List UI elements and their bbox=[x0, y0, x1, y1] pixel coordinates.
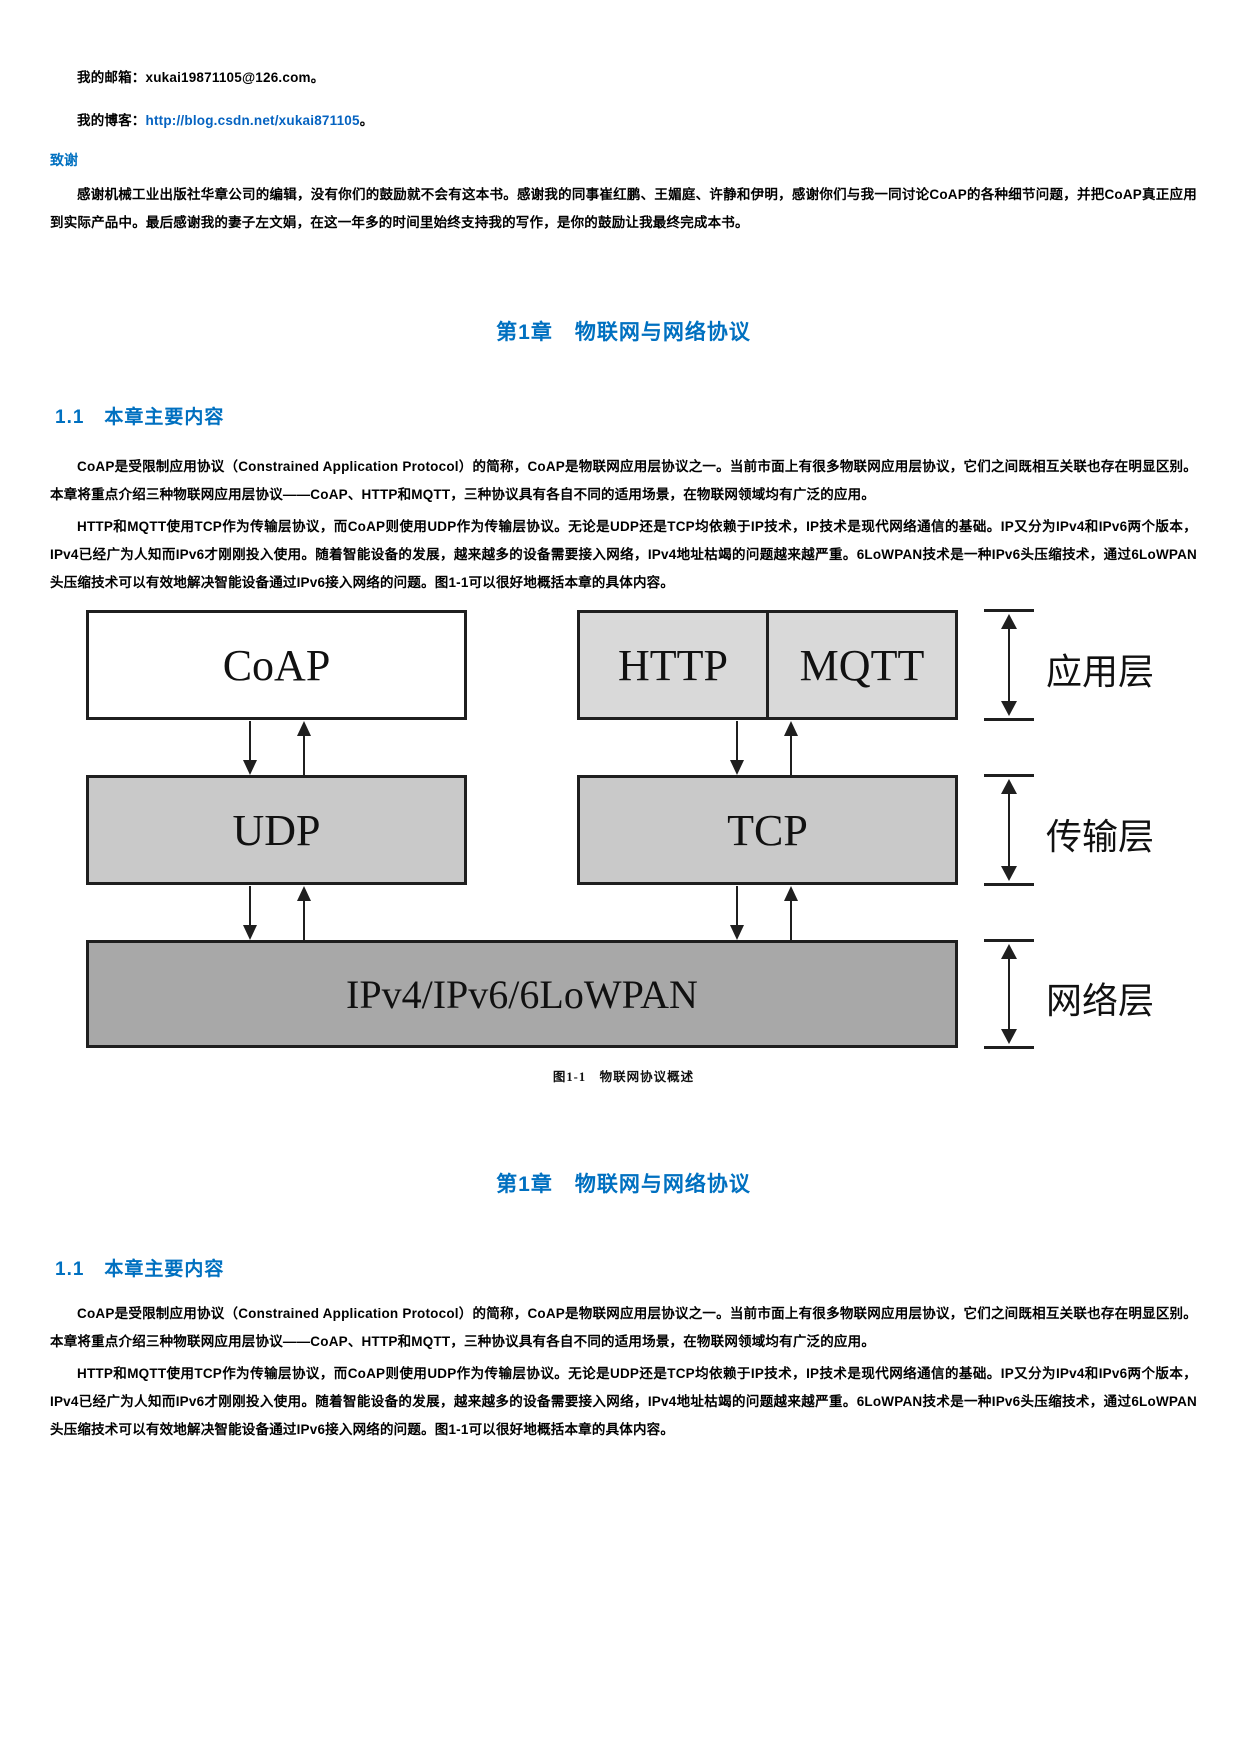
double-arrow-icon bbox=[1001, 779, 1017, 881]
arrow-head bbox=[1001, 701, 1017, 716]
contact-email-period: 。 bbox=[310, 70, 325, 85]
arrow-shaft bbox=[249, 886, 251, 926]
contact-email-value: xukai19871105@126.com bbox=[145, 70, 311, 85]
arrow-head bbox=[1001, 944, 1017, 959]
bracket-line bbox=[984, 774, 1034, 777]
bracket-line bbox=[984, 609, 1034, 612]
arrow-shaft bbox=[790, 735, 792, 775]
contact-blog-line: 我的博客：http://blog.csdn.net/xukai871105。 bbox=[77, 109, 373, 129]
bracket-line bbox=[984, 939, 1034, 942]
arrow-head bbox=[1001, 614, 1017, 629]
arrow-shaft bbox=[790, 900, 792, 940]
box-http-mqtt: HTTP MQTT bbox=[577, 610, 958, 720]
box-tcp: TCP bbox=[577, 775, 958, 885]
up-arrow-icon bbox=[297, 721, 311, 775]
contact-blog-period: 。 bbox=[359, 113, 374, 128]
box-network: IPv4/IPv6/6LoWPAN bbox=[86, 940, 958, 1048]
http-mqtt-divider bbox=[766, 613, 769, 717]
arrow-head bbox=[297, 886, 311, 901]
contact-email-label: 我的邮箱： bbox=[77, 70, 146, 85]
figure-caption: 图1-1 物联网协议概述 bbox=[552, 1070, 695, 1084]
double-arrow-icon bbox=[1001, 614, 1017, 716]
bracket-line bbox=[984, 718, 1034, 721]
down-arrow-icon bbox=[243, 721, 257, 775]
double-arrow-icon bbox=[1001, 944, 1017, 1044]
arrow-head bbox=[730, 925, 744, 940]
arrow-head bbox=[784, 721, 798, 736]
chapter-title: 第1章 物联网与网络协议 bbox=[496, 321, 751, 344]
arrow-head bbox=[297, 721, 311, 736]
section-heading: 1.1 本章主要内容 bbox=[55, 407, 225, 428]
acknowledgement-paragraph: 感谢机械工业出版社华章公司的编辑，没有你们的鼓励就不会有这本书。感谢我的同事崔红… bbox=[50, 187, 1197, 230]
arrow-head bbox=[1001, 779, 1017, 794]
arrow-head bbox=[1001, 866, 1017, 881]
box-coap: CoAP bbox=[86, 610, 467, 720]
acknowledgement-heading: 致谢 bbox=[50, 152, 78, 168]
layer-label-network: 网络层 bbox=[1046, 981, 1155, 1021]
down-arrow-icon bbox=[730, 886, 744, 940]
chapter-title-repeat: 第1章 物联网与网络协议 bbox=[496, 1173, 751, 1196]
arrow-head bbox=[1001, 1029, 1017, 1044]
blog-link[interactable]: http://blog.csdn.net/xukai871105 bbox=[145, 113, 360, 128]
arrow-shaft bbox=[736, 886, 738, 926]
arrow-shaft bbox=[303, 900, 305, 940]
paragraph-coap-intro: CoAP是受限制应用协议（Constrained Application Pro… bbox=[50, 459, 1197, 502]
arrow-shaft bbox=[1008, 627, 1010, 703]
contact-email-line: 我的邮箱：xukai19871105@126.com。 bbox=[77, 66, 324, 86]
arrow-head bbox=[243, 760, 257, 775]
paragraph-transport-ip: HTTP和MQTT使用TCP作为传输层协议，而CoAP则使用UDP作为传输层协议… bbox=[50, 519, 1197, 590]
paragraph-coap-intro-repeat: CoAP是受限制应用协议（Constrained Application Pro… bbox=[50, 1306, 1197, 1349]
bracket-line bbox=[984, 1046, 1034, 1049]
box-http: HTTP bbox=[618, 640, 728, 690]
box-udp: UDP bbox=[86, 775, 467, 885]
down-arrow-icon bbox=[730, 721, 744, 775]
bracket-line bbox=[984, 883, 1034, 886]
arrow-shaft bbox=[303, 735, 305, 775]
arrow-shaft bbox=[1008, 792, 1010, 868]
arrow-head bbox=[784, 886, 798, 901]
arrow-shaft bbox=[249, 721, 251, 761]
contact-blog-label: 我的博客： bbox=[77, 113, 146, 128]
box-mqtt: MQTT bbox=[799, 640, 925, 690]
arrow-head bbox=[730, 760, 744, 775]
arrow-shaft bbox=[1008, 957, 1010, 1031]
up-arrow-icon bbox=[784, 886, 798, 940]
arrow-shaft bbox=[736, 721, 738, 761]
up-arrow-icon bbox=[784, 721, 798, 775]
arrow-head bbox=[243, 925, 257, 940]
layer-label-application: 应用层 bbox=[1046, 652, 1155, 692]
down-arrow-icon bbox=[243, 886, 257, 940]
paragraph-transport-ip-repeat: HTTP和MQTT使用TCP作为传输层协议，而CoAP则使用UDP作为传输层协议… bbox=[50, 1366, 1197, 1437]
section-heading-repeat: 1.1 本章主要内容 bbox=[55, 1259, 225, 1280]
up-arrow-icon bbox=[297, 886, 311, 940]
layer-label-transport: 传输层 bbox=[1046, 817, 1155, 857]
